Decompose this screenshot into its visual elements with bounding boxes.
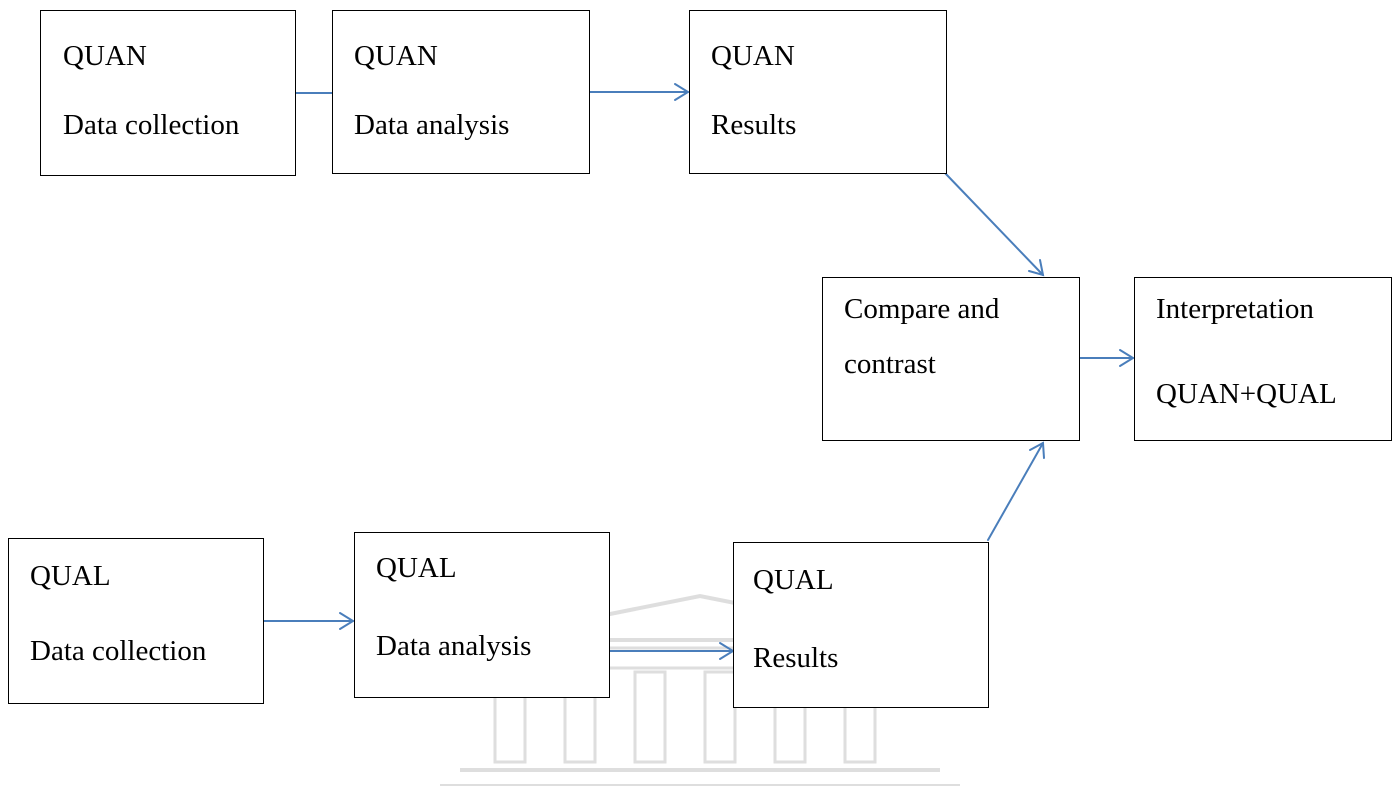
qual-data-collection-box: QUAL Data collection [8,538,264,704]
qual-collection-heading: QUAL [30,560,111,592]
interpretation-label: QUAN+QUAL [1156,378,1337,410]
compare-line-2: contrast [844,348,936,380]
qual-results-heading: QUAL [753,564,834,596]
quan-collection-label: Data collection [63,109,240,141]
arrow-quan-analysis-to-results [588,83,690,101]
quan-results-label: Results [711,109,797,141]
interpretation-box: Interpretation QUAN+QUAL [1134,277,1392,441]
qual-data-analysis-box: QUAL Data analysis [354,532,610,698]
interpretation-heading: Interpretation [1156,293,1314,325]
arrow-quan-results-to-compare [944,172,1045,277]
arrow-qual-results-to-compare [987,441,1045,541]
quan-results-box: QUAN Results [689,10,947,174]
arrow-compare-to-interpretation [1078,349,1135,367]
compare-and-contrast-box: Compare and contrast [822,277,1080,441]
qual-analysis-label: Data analysis [376,630,532,662]
qual-results-box: QUAL Results [733,542,989,708]
compare-line-1: Compare and [844,293,1000,325]
quan-data-collection-box: QUAN Data collection [40,10,296,176]
quan-analysis-heading: QUAN [354,40,438,72]
quan-analysis-label: Data analysis [354,109,510,141]
quan-collection-heading: QUAN [63,40,147,72]
arrow-qual-collection-to-analysis [262,612,355,630]
arrow-qual-analysis-to-results [608,642,735,660]
qual-analysis-heading: QUAL [376,552,457,584]
qual-collection-label: Data collection [30,635,207,667]
quan-results-heading: QUAN [711,40,795,72]
quan-data-analysis-box: QUAN Data analysis [332,10,590,174]
qual-results-label: Results [753,642,839,674]
